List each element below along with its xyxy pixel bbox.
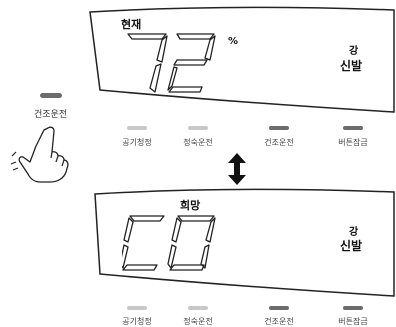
fan-mode-label: 신발 xyxy=(340,59,363,73)
fan-mode-label: 신발 xyxy=(340,239,363,253)
desired-value-display xyxy=(122,215,216,271)
humidity-unit: % xyxy=(228,36,239,47)
fan-strength-label: 강 xyxy=(349,46,359,57)
indicator-label: 정숙운전 xyxy=(183,317,213,326)
indicator-air-purify[interactable] xyxy=(127,126,147,130)
indicator-lock[interactable] xyxy=(343,306,363,310)
side-button-label: 건조운전 xyxy=(34,110,68,120)
current-label: 현재 xyxy=(121,18,142,31)
fan-strength-label: 강 xyxy=(349,227,359,238)
indicator-label: 공기청정 xyxy=(122,138,152,147)
double-arrow-icon xyxy=(228,153,246,185)
desired-label: 희망 xyxy=(180,199,201,212)
side-button-indicator[interactable] xyxy=(40,93,62,98)
indicator-dry[interactable] xyxy=(269,126,289,130)
indicator-label: 건조운전 xyxy=(264,138,294,147)
current-value-display xyxy=(127,33,216,93)
pointing-hand-icon xyxy=(10,126,69,183)
indicator-quiet[interactable] xyxy=(188,126,208,130)
indicator-dry[interactable] xyxy=(269,306,289,310)
indicator-label: 버튼잠금 xyxy=(338,317,368,326)
indicator-quiet[interactable] xyxy=(188,306,208,310)
indicator-air-purify[interactable] xyxy=(127,306,147,310)
indicator-lock[interactable] xyxy=(343,126,363,130)
indicator-label: 버튼잠금 xyxy=(338,138,368,147)
indicator-label: 건조운전 xyxy=(264,317,294,326)
indicator-label: 공기청정 xyxy=(122,317,152,326)
indicator-label: 정숙운전 xyxy=(183,138,213,147)
